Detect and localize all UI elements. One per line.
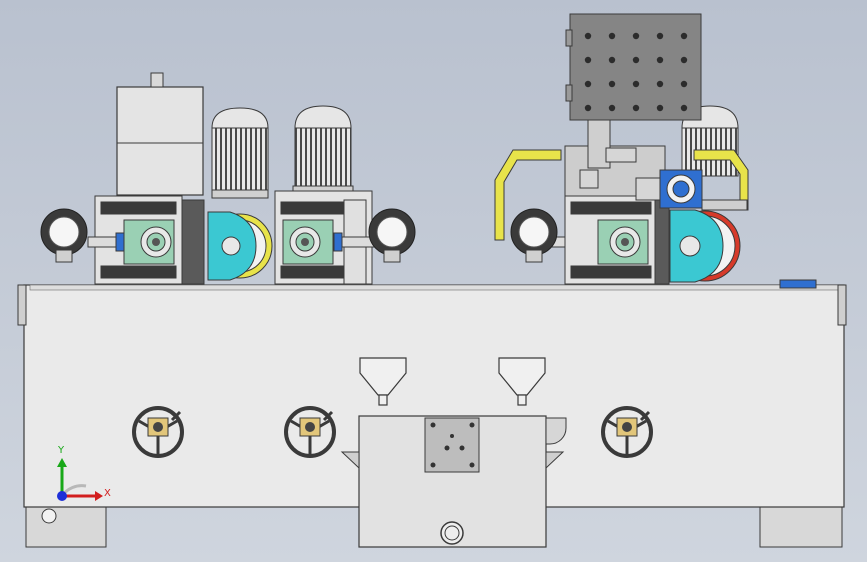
handwheel-icon xyxy=(601,406,653,458)
bearing-icon xyxy=(289,226,321,258)
roller-icon xyxy=(40,208,88,263)
discharge-box xyxy=(340,415,567,548)
bearing-icon xyxy=(609,226,641,258)
x-axis-label: X xyxy=(104,488,111,499)
control-box xyxy=(565,13,702,169)
roller-icon xyxy=(40,208,558,263)
roller-icon xyxy=(368,208,416,263)
handwheel-group xyxy=(132,406,653,458)
handwheel-icon xyxy=(132,406,184,458)
bearing-icon xyxy=(609,226,641,258)
motor-icon xyxy=(211,105,739,199)
y-axis-label: Y xyxy=(57,445,65,456)
hopper-icon xyxy=(359,357,546,406)
roller-icon xyxy=(510,208,558,263)
coordinate-triad-icon: X Y xyxy=(57,445,111,501)
motor-icon xyxy=(116,72,204,196)
handwheel-icon xyxy=(284,406,336,458)
bearing-icon xyxy=(140,226,321,258)
bearing-icon xyxy=(140,226,172,258)
